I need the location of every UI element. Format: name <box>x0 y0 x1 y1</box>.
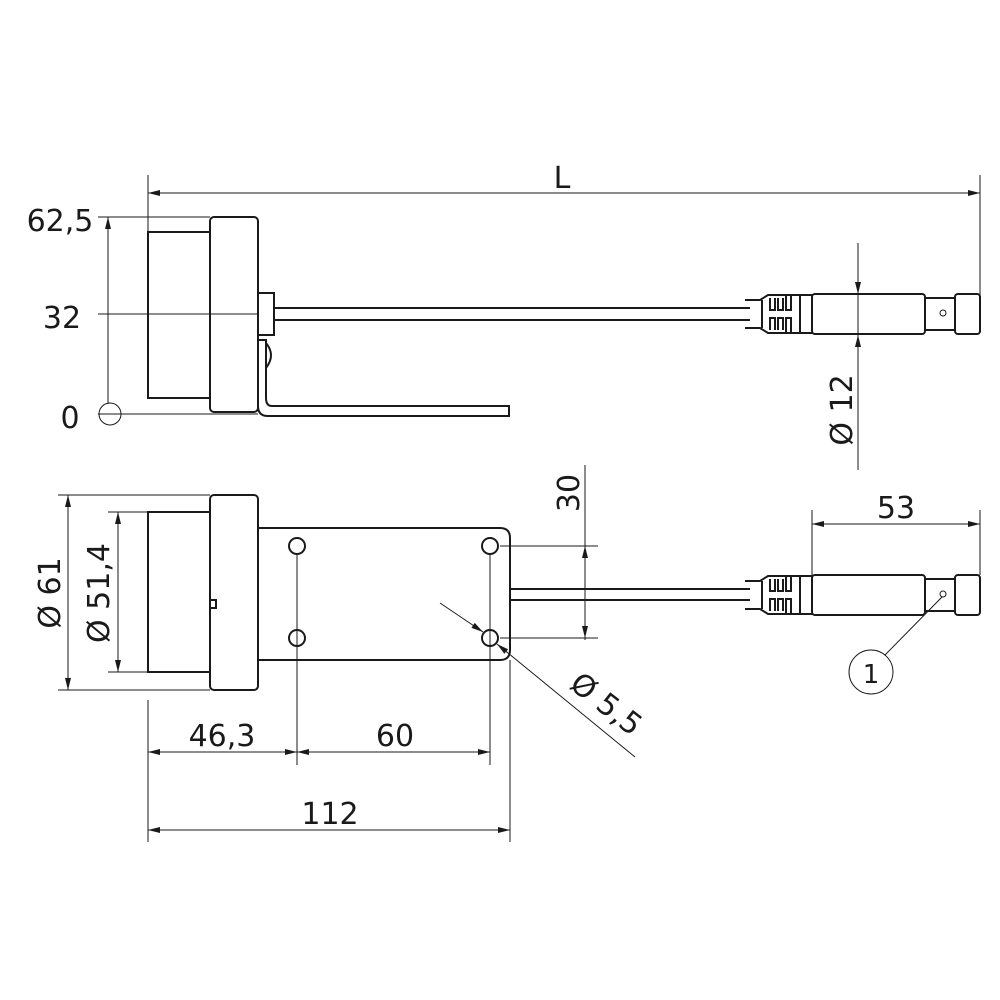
plate-length-label: 112 <box>301 797 358 832</box>
connector-length-label: 53 <box>877 491 915 526</box>
dimension-height: 62,5 32 0 <box>27 204 258 436</box>
dimension-flange-diameters: Ø 61 Ø 51,4 <box>33 494 210 691</box>
side-view <box>147 216 981 417</box>
hole-spacing-horizontal-label: 60 <box>376 719 414 754</box>
dimension-horizontal: 46,3 60 112 <box>147 554 511 842</box>
dimension-connector-diameter: Ø 12 <box>825 243 861 470</box>
callout-label: 1 <box>863 660 880 690</box>
body-diameter-label: Ø 51,4 <box>82 543 117 643</box>
height-center-label: 32 <box>43 301 81 336</box>
hole-diameter-label: Ø 5,5 <box>563 666 648 743</box>
dimension-connector-length: 53 <box>811 491 981 575</box>
dimension-length: L <box>147 161 981 300</box>
mounting-hole <box>481 537 499 555</box>
mounting-hole <box>288 537 306 555</box>
height-top-label: 62,5 <box>27 204 94 239</box>
hole-spacing-vertical-label: 30 <box>552 474 587 512</box>
top-view <box>147 494 981 691</box>
connector-hole-icon <box>939 590 947 598</box>
length-label: L <box>554 161 571 196</box>
hole-offset-label: 46,3 <box>189 719 256 754</box>
callout-1: 1 <box>848 596 943 695</box>
dimension-hole-diameter: Ø 5,5 <box>439 602 648 758</box>
origin-circle-icon <box>98 402 122 426</box>
flange-diameter-label: Ø 61 <box>33 557 68 628</box>
connector-diameter-label: Ø 12 <box>825 374 860 445</box>
connector-hole-icon <box>939 309 947 317</box>
dimension-hole-spacing-vertical: 30 <box>500 465 598 640</box>
height-zero-label: 0 <box>60 401 79 436</box>
